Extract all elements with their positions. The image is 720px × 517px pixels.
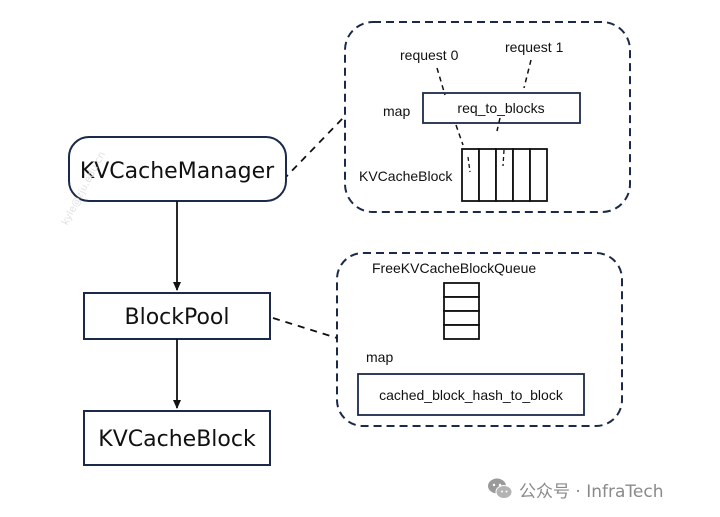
manager-to-detail-connector xyxy=(282,117,344,181)
map-pointer-2 xyxy=(496,117,501,132)
free-queue-stack xyxy=(443,282,480,340)
cell-pointer-2 xyxy=(502,149,505,167)
request-0-label: request 0 xyxy=(400,47,459,63)
pool-detail-group xyxy=(336,252,623,427)
request-1-label: request 1 xyxy=(505,39,564,55)
wechat-watermark: 公众号 · InfraTech xyxy=(487,476,663,502)
request-1-pointer xyxy=(523,59,532,89)
cached-block-hash-box xyxy=(357,373,585,416)
kv-cache-block-label: KVCacheBlock xyxy=(98,427,256,452)
req-to-blocks-box xyxy=(422,92,581,124)
kv-cache-manager-label: KVCacheManager xyxy=(80,159,275,184)
queue-cell xyxy=(443,282,480,298)
free-queue-label: FreeKVCacheBlockQueue xyxy=(372,260,536,276)
block-cell xyxy=(495,148,514,202)
block-pool-label: BlockPool xyxy=(124,305,229,330)
map-label-pool: map xyxy=(366,349,393,365)
kv-cache-block-array xyxy=(461,148,548,202)
block-cell xyxy=(478,148,497,202)
kv-cache-block-label-detail: KVCacheBlock xyxy=(359,168,453,184)
cached-block-hash-label: cached_block_hash_to_block xyxy=(379,387,564,403)
map-label-manager: map xyxy=(383,103,410,119)
block-pool-box xyxy=(83,292,271,340)
pool-to-detail-connector xyxy=(272,317,338,339)
wechat-icon xyxy=(488,478,513,499)
request-0-pointer xyxy=(436,67,446,96)
manager-detail-group xyxy=(344,21,631,213)
queue-cell xyxy=(443,310,480,326)
queue-cell xyxy=(443,324,480,340)
block-cell xyxy=(461,148,480,202)
block-cell xyxy=(512,148,531,202)
req-to-blocks-label: req_to_blocks xyxy=(457,100,544,116)
kv-cache-block-box xyxy=(83,410,271,466)
map-pointer-1 xyxy=(455,124,464,146)
watermark-text: 公众号 · InfraTech xyxy=(519,481,664,502)
queue-cell xyxy=(443,296,480,312)
block-cell xyxy=(529,148,548,202)
cell-pointer-1 xyxy=(467,156,471,173)
